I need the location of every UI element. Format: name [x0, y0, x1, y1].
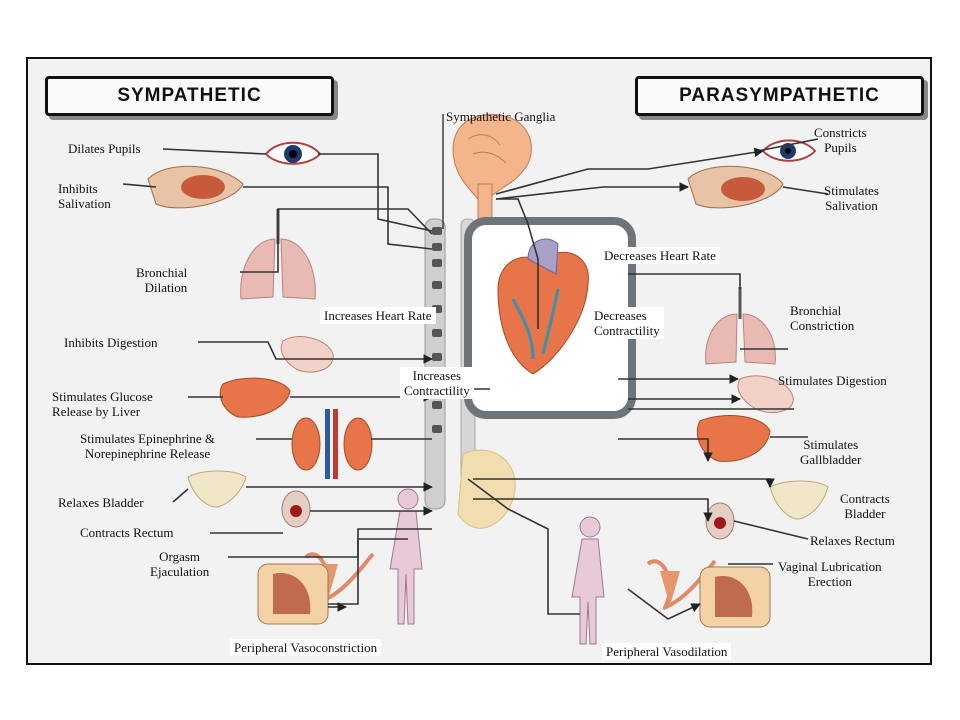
- parasympathetic-header-text: PARASYMPATHETIC: [679, 85, 880, 106]
- increases-heart-rate-label: Increases Heart Rate: [320, 307, 436, 324]
- bladder-right-illustration: [769, 480, 829, 520]
- brain-illustration: [452, 113, 532, 225]
- eye-left-illustration: [264, 141, 322, 165]
- vaginal-lubrication-label: Vaginal Lubrication Erection: [778, 559, 882, 589]
- ganglia-label: Sympathetic Ganglia: [446, 109, 556, 124]
- body-left-illustration: [389, 488, 423, 625]
- stimulates-salivation-label: Stimulates Salivation: [824, 183, 879, 213]
- bladder-left-illustration: [187, 470, 247, 508]
- sympathetic-header: SYMPATHETIC: [45, 76, 334, 116]
- stimulates-gallbladder-label: Stimulates Gallbladder: [800, 437, 862, 467]
- body-right-illustration: [571, 516, 605, 645]
- constricts-pupils-label: Constricts Pupils: [814, 125, 867, 155]
- peripheral-vasodilation-label: Peripheral Vasodilation: [602, 643, 732, 660]
- relaxes-rectum-label: Relaxes Rectum: [810, 533, 895, 548]
- lungs-right-illustration: [705, 287, 776, 365]
- increases-contractility-label: Increases Contractility: [400, 367, 474, 399]
- decreases-contractility-label: Decreases Contractility: [590, 307, 664, 339]
- contracts-bladder-label: Contracts Bladder: [840, 491, 890, 521]
- pelvis-right-illustration: [699, 566, 771, 628]
- peripheral-vasoconstriction-label: Peripheral Vasoconstriction: [230, 639, 382, 656]
- salivary-right-illustration: [687, 165, 784, 209]
- diagram-frame: SYMPATHETIC PARASYMPATHETIC Sympathetic …: [26, 57, 932, 665]
- parasympathetic-nerve-lines: [467, 138, 829, 620]
- liver-right-illustration: [696, 415, 771, 462]
- parasympathetic-header: PARASYMPATHETIC: [635, 76, 924, 116]
- rectum-left-illustration: [281, 490, 311, 528]
- inhibits-digestion-label: Inhibits Digestion: [64, 335, 158, 350]
- stimulates-glucose-label: Stimulates Glucose Release by Liver: [52, 389, 153, 419]
- salivary-left-illustration: [147, 165, 244, 209]
- inhibits-salivation-label: Inhibits Salivation: [58, 181, 111, 211]
- eye-right-illustration: [761, 139, 817, 162]
- rectum-right-illustration: [705, 502, 735, 540]
- bronchial-dilation-label: Bronchial Dilation: [136, 265, 188, 295]
- sacrum-pelvis: [457, 449, 516, 529]
- kidneys-illustration: [291, 409, 373, 479]
- contracts-rectum-label: Contracts Rectum: [80, 525, 174, 540]
- pelvis-left-illustration: [257, 563, 329, 625]
- dilates-pupils-label: Dilates Pupils: [68, 141, 141, 156]
- relaxes-bladder-label: Relaxes Bladder: [58, 495, 144, 510]
- stomach-left-illustration: [280, 336, 334, 373]
- stimulates-digestion-label: Stimulates Digestion: [778, 373, 887, 388]
- liver-left-illustration: [219, 377, 291, 418]
- diagram-graphics: [122, 113, 829, 645]
- stimulates-epinephrine-label: Stimulates Epinephrine & Norepinephrine …: [80, 431, 216, 461]
- bronchial-constriction-label: Bronchial Constriction: [790, 303, 855, 333]
- decreases-heart-rate-label: Decreases Heart Rate: [600, 247, 720, 264]
- sympathetic-header-text: SYMPATHETIC: [117, 85, 262, 106]
- orgasm-ejaculation-label: Orgasm Ejaculation: [150, 549, 210, 579]
